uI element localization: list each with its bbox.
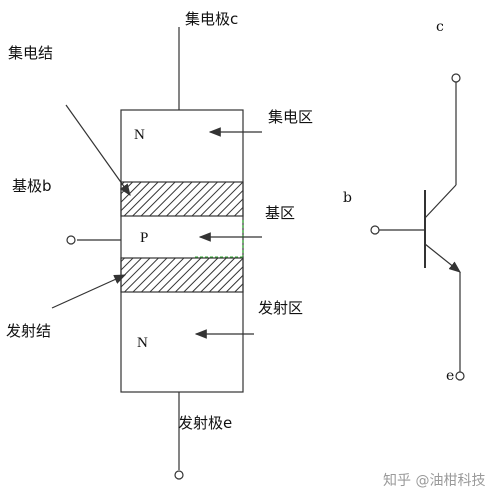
emitter-terminal-dot (174, 470, 184, 480)
base-region-label: 基区 (265, 204, 295, 222)
emitter-terminal-label: 发射极e (178, 414, 232, 432)
emitter-junction-layer (120, 257, 244, 293)
transistor-symbol: c b e (343, 19, 465, 384)
symbol-collector-diag (424, 184, 457, 219)
symbol-collector-terminal (451, 73, 461, 83)
symbol-emitter-terminal (455, 371, 465, 381)
collector-junction-pointer (65, 104, 131, 196)
symbol-base-terminal (370, 225, 380, 235)
base-terminal-label: 基极b (12, 177, 52, 195)
watermark-text: 知乎 @油柑科技 (383, 472, 485, 489)
collector-terminal-label: 集电极c (185, 10, 238, 28)
emitter-junction-label: 发射结 (6, 322, 51, 340)
bottom-layer-label: N (137, 335, 148, 351)
base-terminal-dot (66, 235, 76, 245)
symbol-emitter-diag (424, 243, 461, 273)
collector-junction-layer (120, 181, 244, 217)
top-layer-label: N (134, 127, 145, 143)
collector-region-label: 集电区 (268, 108, 313, 126)
emitter-junction-pointer (51, 274, 127, 309)
symbol-base-label: b (343, 190, 352, 206)
symbol-emitter-label: e (446, 368, 454, 384)
symbol-collector-label: c (436, 19, 444, 35)
middle-layer-label: P (140, 230, 148, 246)
emitter-region-label: 发射区 (258, 299, 303, 317)
collector-junction-label: 集电结 (8, 44, 53, 62)
